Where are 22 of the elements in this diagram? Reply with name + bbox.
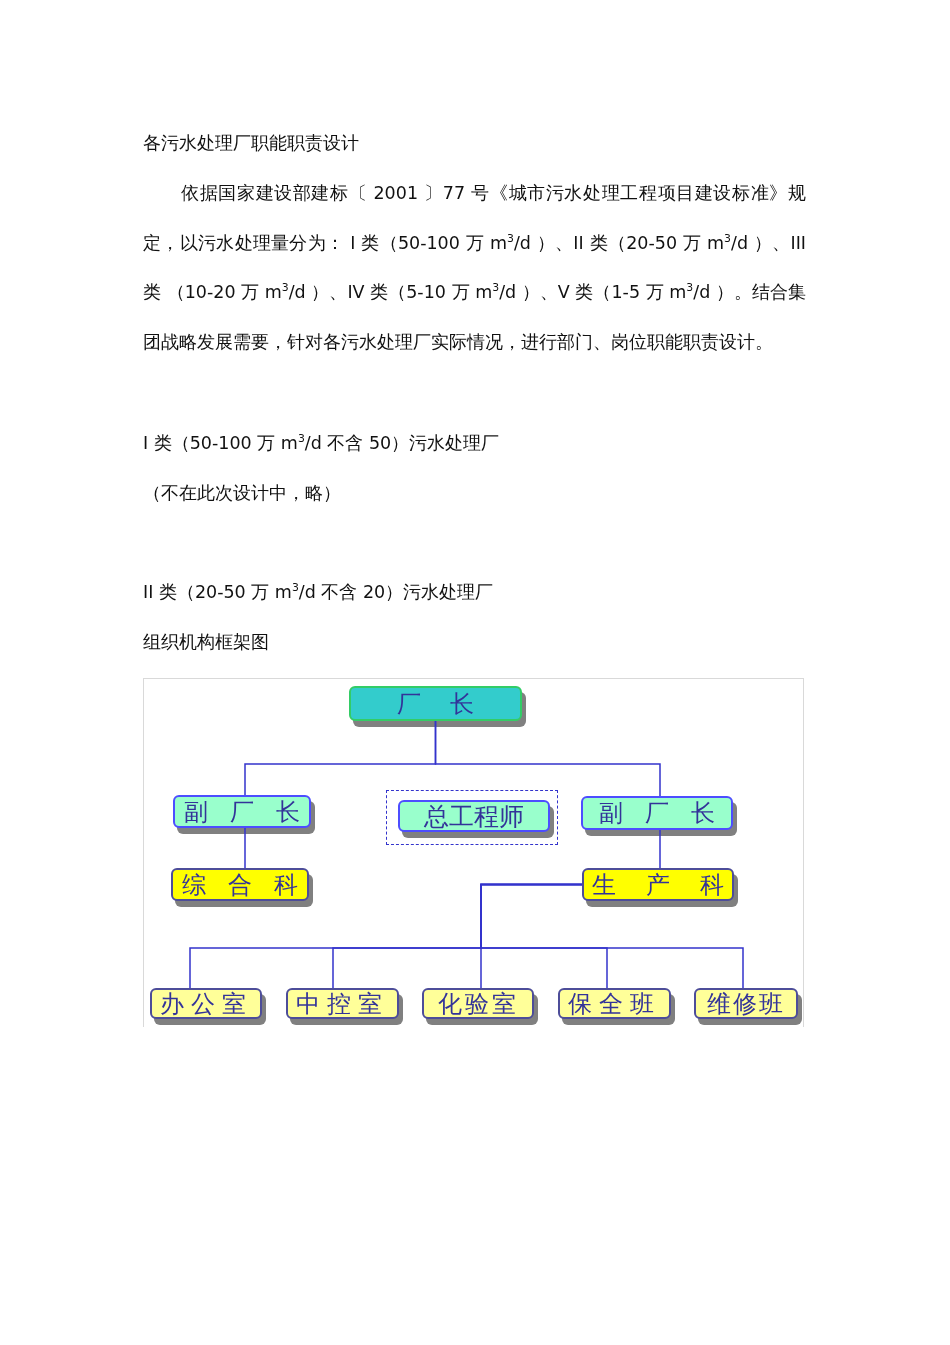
connector-line — [434, 720, 661, 797]
section-heading: I 类（50-100 万 m$^{3}$/d 不含 50）污水处理厂 — [143, 431, 500, 455]
position-label: 副 厂 长 — [599, 801, 715, 825]
position-label: 副 厂 长 — [184, 799, 300, 824]
position-label: 总工程师 — [424, 803, 524, 829]
connector-line — [659, 829, 661, 869]
position-label: 中控室 — [296, 991, 389, 1016]
position-label: 厂 长 — [396, 691, 475, 716]
position-label: 生 产 科 — [592, 872, 724, 897]
position-label: 综 合 科 — [182, 872, 298, 897]
position-label: 化验室 — [437, 991, 519, 1016]
note-text: （不在此次设计中，略） — [143, 482, 341, 505]
figure-caption: 组织机构框架图 — [143, 631, 269, 654]
section-heading: II 类（20-50 万 m$^{3}$/d 不含 20）污水处理厂 — [143, 580, 494, 604]
position-label: 维修班 — [707, 991, 785, 1016]
body-paragraph: 依据国家建设部建标〔 2001 〕77 号《城市污水处理工程项目建设标准》规定，以污水处理量分为： I 类（50-100 万 m$^{3}$/d ）、II 类（20-50 万 m$^{3}$/d ）、III 类 （10-20 万 m$^{3}$/d ）、IV 类（5-10 万 m$^{3}$/d ）、V 类（1-5 万 m$^{3}$/d ）。结合集团战略发展需要，针对各污水处理厂实际情况，进行部门、岗位职能职责设计。 — [143, 182, 806, 354]
position-label: 办公室 — [159, 991, 253, 1016]
connector-line — [244, 827, 246, 869]
position-label: 保全班 — [568, 991, 661, 1016]
connector-line — [480, 883, 744, 989]
page-heading: 各污水处理厂职能职责设计 — [143, 132, 359, 155]
dashed-frame — [386, 790, 558, 845]
